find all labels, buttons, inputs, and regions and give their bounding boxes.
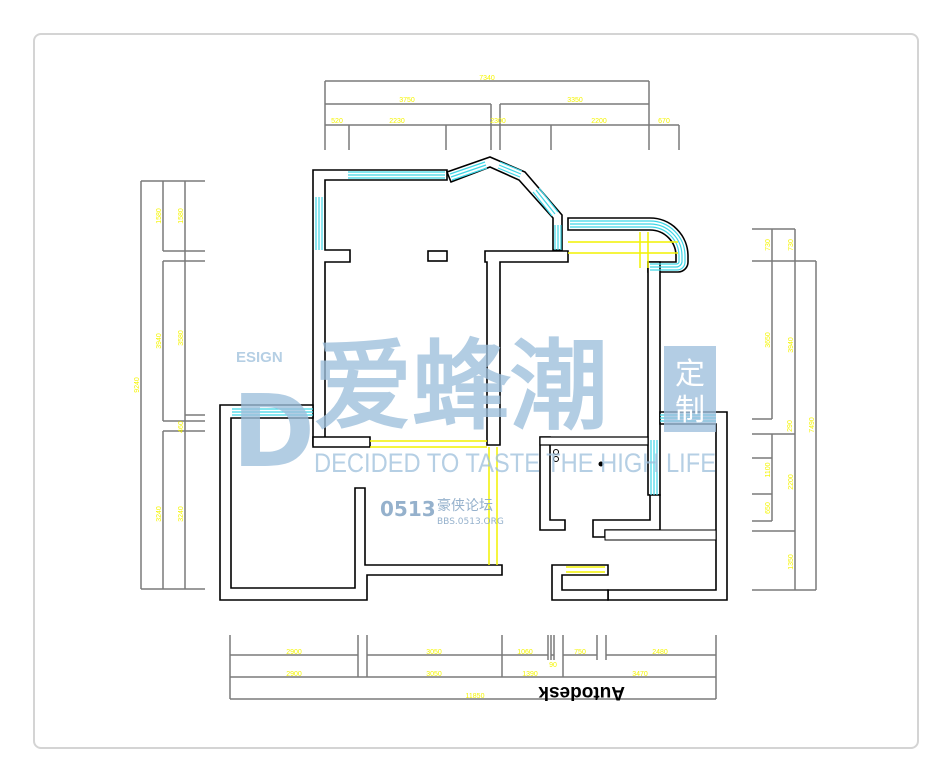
dim-right: 3940 <box>788 337 795 353</box>
doors <box>370 232 678 573</box>
dim-top: 3350 <box>567 97 583 104</box>
dim-top-overall: 7340 <box>479 75 495 82</box>
watermark-esign: ESIGN <box>236 349 283 366</box>
fixture-icon <box>553 449 559 455</box>
watermark-box <box>664 346 716 432</box>
dim-right-overall: 7490 <box>809 417 816 433</box>
dim-bottom: 2900 <box>286 671 302 678</box>
forum-logo-url: BBS.0513.ORG <box>437 517 504 527</box>
bathroom-fixtures <box>553 449 604 467</box>
autodesk-label: Autodesk <box>538 682 625 703</box>
dim-left: 1580 <box>156 208 163 224</box>
dim-bottom: 1060 <box>517 649 533 656</box>
right-dimensions: 730 3650 290 1100 650 730 3940 2200 1350… <box>752 228 817 591</box>
windows <box>232 161 716 495</box>
bottom-dimensions: 2900 3050 1060 750 2480 90 2900 3050 139… <box>229 635 717 700</box>
fixture-icon <box>553 456 559 462</box>
dim-bottom: 3470 <box>632 671 648 678</box>
dim-bottom: 750 <box>574 649 586 656</box>
dim-right: 1350 <box>788 554 795 570</box>
dim-top: 670 <box>658 118 670 125</box>
dim-top: 2200 <box>591 118 607 125</box>
dim-bottom: 3050 <box>426 649 442 656</box>
dim-right: 730 <box>765 239 772 251</box>
dim-top: 3750 <box>399 97 415 104</box>
dim-bottom: 3050 <box>426 671 442 678</box>
watermark-custom-1: 定 <box>675 357 705 392</box>
dim-top: 2300 <box>490 118 506 125</box>
dim-bottom-overall: 11850 <box>466 693 485 700</box>
dim-bottom: 2480 <box>652 649 668 656</box>
dim-left: 1580 <box>178 208 185 224</box>
forum-logo-name: 豪侠论坛 <box>437 498 493 514</box>
dim-left: 3240 <box>178 506 185 522</box>
dim-right: 650 <box>765 502 772 514</box>
left-dimensions: 9240 1580 3940 3240 1580 3580 460 3240 <box>134 180 205 590</box>
drain-icon <box>598 461 604 467</box>
dim-right: 290 <box>787 420 794 432</box>
dim-right: 2200 <box>788 474 795 490</box>
dim-left: 3240 <box>156 506 163 522</box>
dim-left-overall: 9240 <box>134 377 141 393</box>
dim-bottom: 2900 <box>286 649 302 656</box>
dim-left: 3580 <box>178 330 185 346</box>
dim-left: 3940 <box>156 333 163 349</box>
dim-bottom-gap: 90 <box>549 662 557 669</box>
watermark-slogan: DECIDED TO TASTE THE HIGH LIFE <box>314 448 716 478</box>
dim-right: 730 <box>788 239 795 251</box>
watermark-d: D <box>232 373 315 490</box>
dim-right: 3650 <box>765 332 772 348</box>
forum-logo-number: 0513 <box>380 497 436 521</box>
dim-bottom: 1390 <box>522 671 538 678</box>
top-dimensions: 7340 3750 3350 520 2230 2300 2200 670 <box>324 75 680 150</box>
dim-top: 520 <box>331 118 343 125</box>
dim-left: 460 <box>178 421 185 433</box>
dim-right: 1100 <box>765 462 772 477</box>
watermark-brand: 爱蜂潮 <box>314 330 608 444</box>
dim-top: 2230 <box>389 118 405 125</box>
watermark-custom-2: 制 <box>675 393 705 428</box>
watermark: ESIGN D 爱蜂潮 定 制 DECIDED TO TASTE THE HIG… <box>232 330 716 527</box>
